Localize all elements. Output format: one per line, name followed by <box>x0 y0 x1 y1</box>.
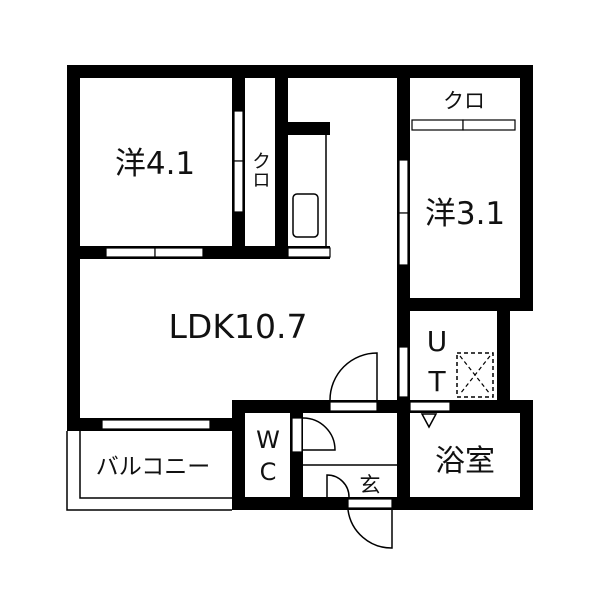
windows-and-sliding-doors <box>101 110 516 509</box>
room-closet-1: クロ <box>249 151 271 189</box>
kitchen-sink <box>292 193 319 238</box>
room-balcony: バルコニー <box>96 454 211 480</box>
fixtures <box>66 135 494 511</box>
balcony-outline <box>66 431 232 511</box>
room-western-1: 洋4.1 <box>115 146 195 182</box>
door-swings <box>302 352 393 549</box>
room-entrance: 玄 <box>360 473 381 497</box>
room-labels: 洋4.1 洋3.1 クロ クロ LDK10.7 U T 浴室 W C 玄 バルコ… <box>96 89 505 497</box>
washer-space <box>456 352 494 398</box>
bath-entry-triangle <box>420 413 438 429</box>
room-ldk: LDK10.7 <box>169 307 308 346</box>
room-closet-2: クロ <box>443 89 485 113</box>
room-western-2: 洋3.1 <box>425 196 505 232</box>
room-utility-t: T <box>427 365 446 398</box>
room-toilet-c: C <box>260 458 277 486</box>
room-toilet-w: W <box>256 426 280 454</box>
room-utility-u: U <box>427 325 448 358</box>
room-bathroom: 浴室 <box>435 444 495 479</box>
